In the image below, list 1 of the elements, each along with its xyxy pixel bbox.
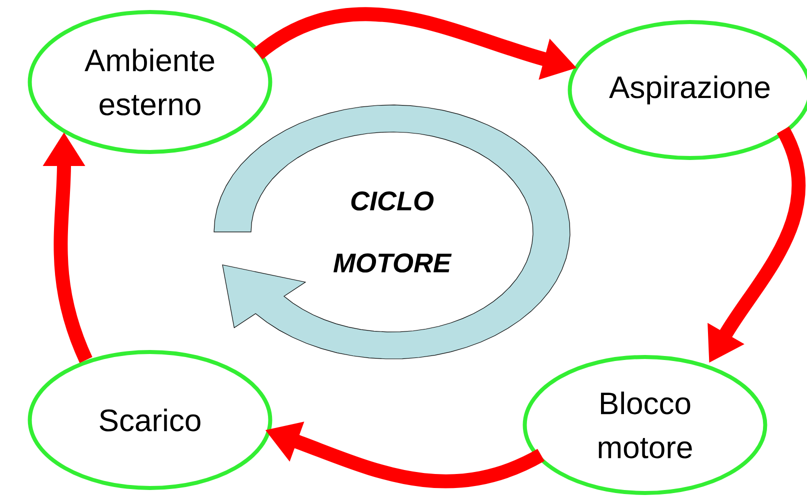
center-label: CICLO MOTORE xyxy=(333,191,452,273)
